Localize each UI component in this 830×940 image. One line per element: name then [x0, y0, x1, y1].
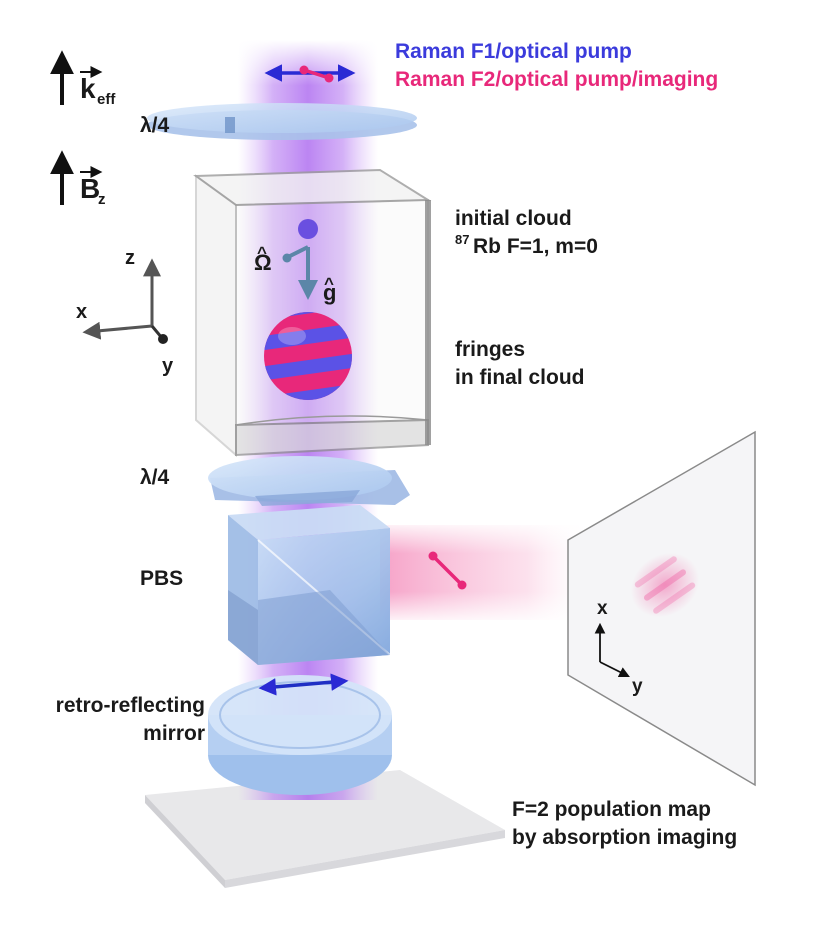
rotation-gravity-indicator	[282, 245, 318, 300]
bottom-quarter-waveplate	[208, 456, 410, 506]
axis-y-label: y	[162, 355, 174, 377]
cell-axes	[82, 258, 168, 344]
gravity-label: g	[323, 280, 336, 305]
screen-caption-2: by absorption imaging	[512, 826, 737, 849]
omega-label: Ω	[254, 250, 272, 275]
omega-hat: ^	[257, 243, 267, 262]
retro-mirror	[208, 675, 392, 795]
mirror-base-plate	[145, 770, 505, 888]
imaging-polarization-dumbbell	[431, 554, 464, 587]
gravity-hat: ^	[324, 274, 334, 293]
bz-subscript: z	[98, 191, 106, 208]
pbs-cube	[228, 505, 391, 665]
mirror-label-2: mirror	[143, 722, 205, 745]
screen-axis-y: y	[632, 676, 643, 697]
pbs-label: PBS	[140, 567, 183, 590]
mirror-label-1: retro-reflecting	[56, 694, 205, 717]
screen-axis-x: x	[597, 598, 608, 619]
initial-cloud-label-2: Rb F=1, m=0	[473, 235, 598, 258]
fringes-label-1: fringes	[455, 338, 525, 361]
keff-letter: k	[80, 73, 96, 104]
qwp-top-label: λ/4	[140, 114, 170, 137]
axis-z-label: z	[125, 247, 135, 269]
qwp-bottom-label: λ/4	[140, 466, 170, 489]
imaging-screen	[567, 430, 756, 787]
bz-letter: B	[80, 173, 100, 204]
initial-cloud	[298, 219, 318, 239]
axis-x-label: x	[76, 301, 87, 323]
screen-caption-1: F=2 population map	[512, 798, 711, 821]
vertical-laser-beam	[238, 40, 378, 800]
fringe-image	[630, 552, 700, 618]
vector-arrows	[50, 50, 103, 205]
keff-subscript: eff	[97, 91, 116, 108]
initial-cloud-isotope: 87	[455, 232, 469, 247]
polarization-indicators	[258, 64, 467, 696]
fringes-label-2: in final cloud	[455, 366, 585, 389]
imaging-beam	[380, 525, 590, 620]
legend-f1: Raman F1/optical pump	[395, 40, 632, 63]
mirror-polarization-arrow	[258, 673, 349, 696]
initial-cloud-label-1: initial cloud	[455, 207, 572, 230]
legend-f2: Raman F2/optical pump/imaging	[395, 68, 718, 91]
labels: Raman F1/optical pump Raman F2/optical p…	[56, 40, 738, 849]
top-quarter-waveplate	[147, 103, 417, 140]
